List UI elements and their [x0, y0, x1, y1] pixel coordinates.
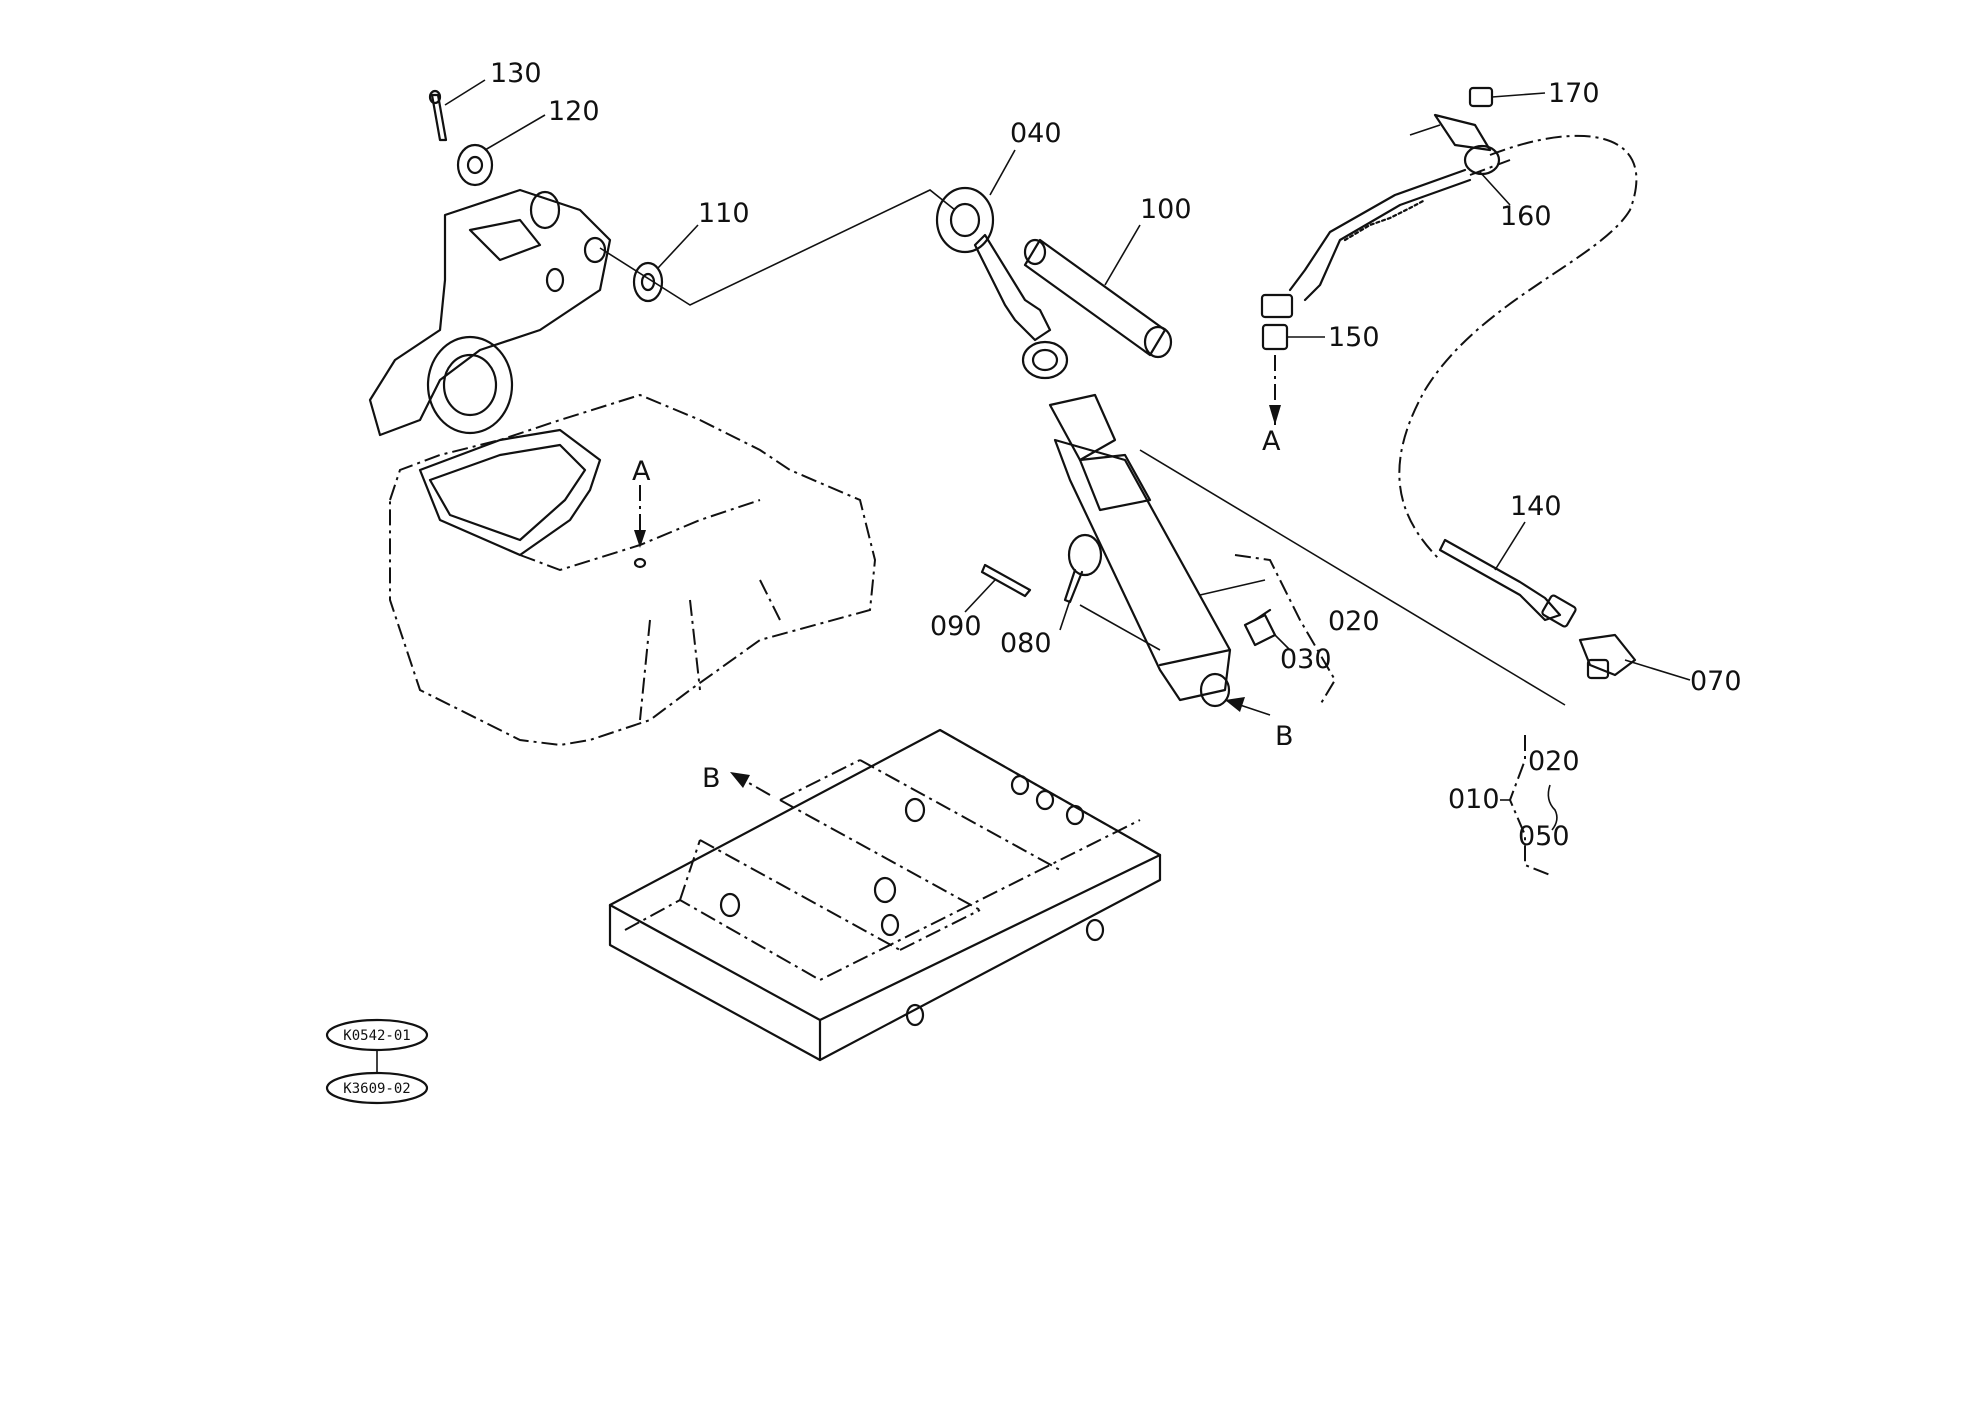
label-150: 150 [1328, 322, 1380, 353]
bracket-020 [1234, 554, 1337, 706]
hose-route [1398, 134, 1638, 561]
label-030: 030 [1280, 644, 1332, 675]
arrow-a-housing [634, 485, 646, 548]
rod-end-040 [935, 149, 1052, 342]
o-ring-inner [1031, 348, 1059, 372]
label-130: 130 [490, 58, 542, 89]
o-ring [1021, 340, 1069, 380]
label-090: 090 [930, 611, 982, 642]
group-010-bracket [1500, 735, 1558, 876]
label-120: 120 [548, 96, 600, 127]
reference-tags: K0542-01 K3609-02 [325, 1018, 429, 1105]
split-pin-090 [964, 563, 1032, 613]
elbow-030 [1243, 608, 1291, 651]
fitting-150 [1261, 323, 1325, 425]
label-140: 140 [1510, 491, 1562, 522]
split-pin-130 [428, 79, 486, 142]
hydraulic-cylinder [1048, 393, 1232, 708]
washer-110 [632, 224, 699, 303]
label-170: 170 [1548, 78, 1600, 109]
label-b-cylinder: B [1275, 721, 1294, 752]
label-a-housing: A [632, 456, 651, 487]
bolt-170 [1468, 86, 1546, 108]
label-b-frame: B [702, 763, 721, 794]
hose-end-140 [1438, 521, 1577, 628]
housing [389, 393, 877, 747]
pin-100 [1023, 224, 1173, 359]
label-110: 110 [698, 198, 750, 229]
arrow-b-cylinder [1224, 697, 1271, 716]
grip-080 [1059, 533, 1161, 651]
hose-assembly [1260, 159, 1511, 319]
label-040: 040 [1010, 118, 1062, 149]
clamp-160 [1409, 113, 1511, 206]
label-100: 100 [1140, 194, 1192, 225]
label-050: 050 [1518, 821, 1570, 852]
ref-k3609: K3609-02 [343, 1081, 410, 1097]
elbow-070 [1578, 633, 1691, 681]
line-to-070 [1139, 449, 1566, 706]
lift-arm [368, 188, 612, 437]
washer-120 [456, 114, 546, 187]
label-070: 070 [1690, 666, 1742, 697]
ref-k0542: K0542-01 [343, 1028, 410, 1044]
label-020-group: 020 [1328, 606, 1380, 637]
label-160: 160 [1500, 201, 1552, 232]
label-a-hose: A [1262, 426, 1281, 457]
label-010: 010 [1448, 784, 1500, 815]
label-080: 080 [1000, 628, 1052, 659]
arrow-b-frame [730, 772, 771, 796]
frame [608, 728, 1162, 1062]
label-020-bracket: 020 [1528, 746, 1580, 777]
line-020-marker [1199, 579, 1266, 596]
